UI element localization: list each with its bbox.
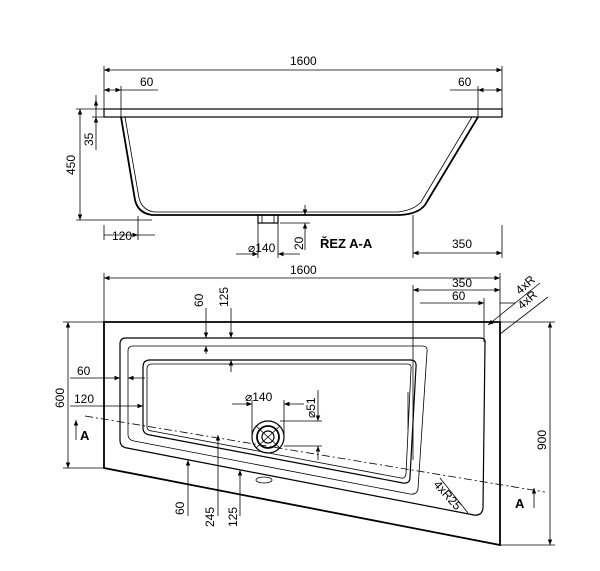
plan-left-60: 60 — [77, 364, 91, 378]
plan-height-600: 600 — [53, 388, 67, 408]
plan-top-right-350: 350 — [452, 276, 472, 290]
plan-bottom-245: 245 — [203, 507, 217, 527]
section-rim-left: 60 — [140, 75, 154, 89]
plan-overflow — [255, 476, 273, 484]
section-width-total: 1600 — [290, 54, 317, 68]
plan-bottom-60: 60 — [173, 501, 187, 515]
plan-view: A A 1600 350 60 4xR 4xR 60 125 — [53, 263, 555, 547]
section-height-total: 450 — [64, 155, 78, 175]
plan-basin — [142, 359, 417, 484]
section-label: ŘEZ A-A — [320, 236, 373, 251]
plan-top-right-60: 60 — [452, 289, 466, 303]
section-bottom-left: 120 — [112, 229, 132, 243]
plan-height-900: 900 — [535, 430, 549, 450]
section-view: 1600 60 60 450 35 120 ⌀140 — [64, 54, 503, 258]
plan-section-marker-right: A — [515, 496, 525, 511]
plan-bottom-125: 125 — [226, 507, 240, 527]
section-drain — [257, 214, 279, 224]
section-rim-right: 60 — [458, 75, 472, 89]
plan-section-marker-left: A — [80, 428, 90, 443]
section-drain-height: 20 — [292, 236, 306, 250]
section-rim — [103, 108, 503, 118]
plan-drain-diameter: ⌀140 — [245, 390, 273, 404]
plan-left-120: 120 — [74, 392, 94, 406]
plan-drain-offset: ⌀51 — [304, 397, 318, 418]
plan-width-total: 1600 — [290, 263, 317, 277]
plan-rim-outline — [119, 337, 486, 516]
plan-inner-60-top: 60 — [192, 293, 206, 307]
section-bottom-right: 350 — [452, 237, 472, 251]
section-tub-body — [120, 116, 479, 216]
plan-inner-125-top: 125 — [217, 287, 231, 307]
section-tub-inner — [124, 116, 473, 213]
section-drain-diameter: ⌀140 — [248, 241, 276, 255]
plan-basin-inner — [146, 363, 412, 479]
plan-rim-inner — [127, 345, 428, 495]
section-rim-height: 35 — [82, 132, 96, 146]
